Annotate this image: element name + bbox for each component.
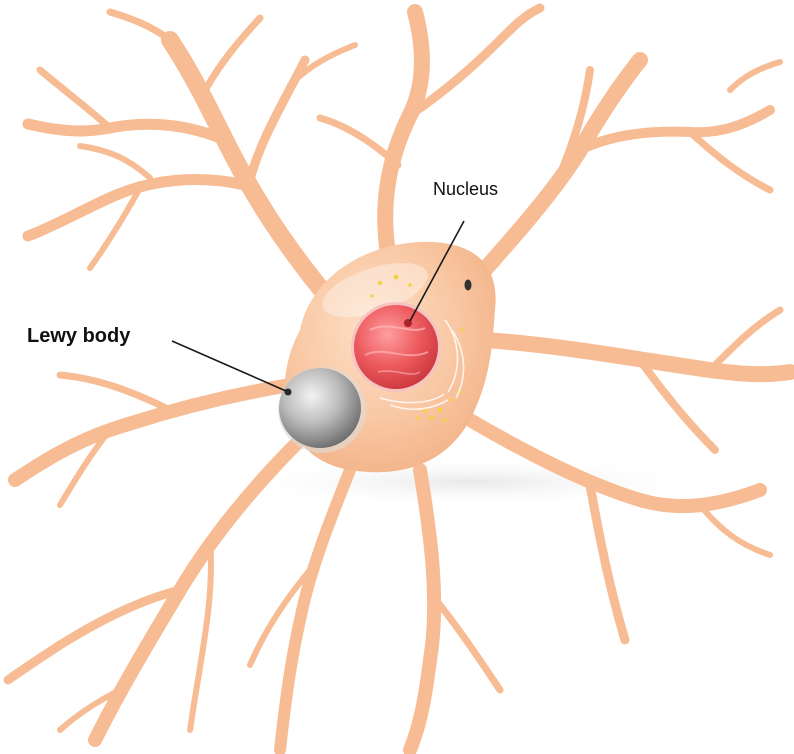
lewy-body-label: Lewy body (27, 326, 130, 346)
vesicle-dot (465, 280, 472, 291)
lewy-pointer-dot (285, 389, 292, 396)
nucleus (351, 302, 441, 392)
nucleus-label: Nucleus (433, 180, 498, 198)
lewy-leader-line (172, 341, 286, 391)
lewy-body (278, 367, 366, 453)
